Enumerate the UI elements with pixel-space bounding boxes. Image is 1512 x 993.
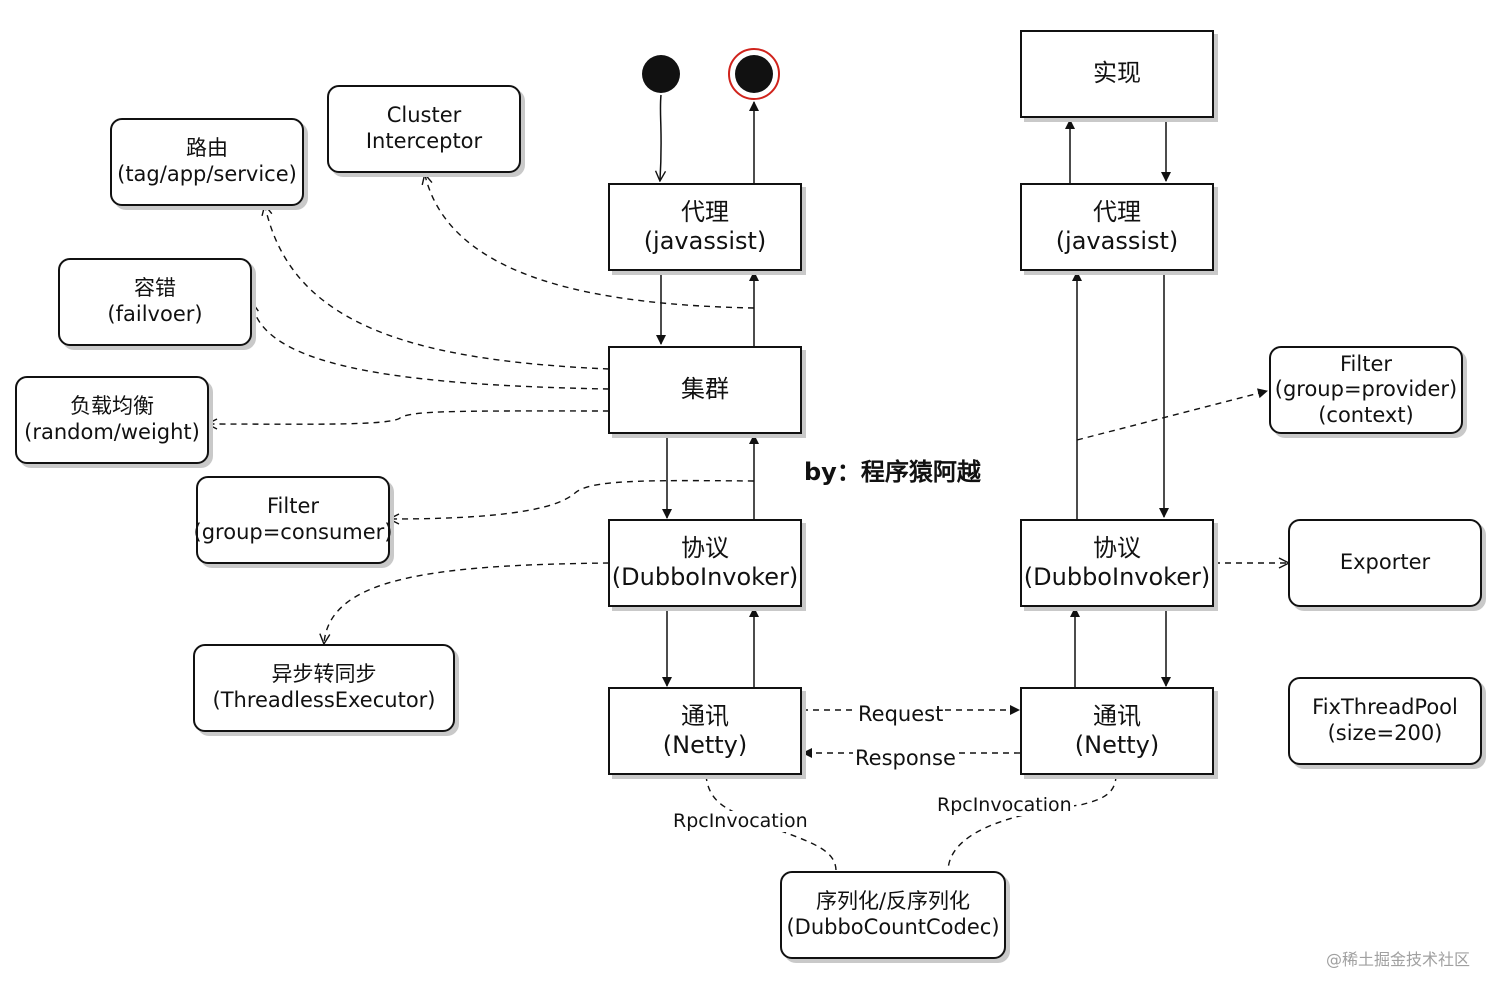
request-label: Request bbox=[856, 702, 946, 727]
async-to-sync-title: 异步转同步 bbox=[271, 662, 377, 687]
router-title: 路由 bbox=[186, 136, 228, 161]
load-balance-node: 负载均衡 (random/weight) bbox=[15, 376, 209, 464]
provider-protocol-node: 协议 (DubboInvoker) bbox=[1020, 519, 1214, 607]
edge-to-consumer-filter bbox=[390, 479, 755, 519]
consumer-proxy-node: 代理 (javassist) bbox=[608, 183, 802, 271]
edge-start-to-proxy bbox=[660, 94, 661, 180]
author-credit: by：程序猿阿越 bbox=[804, 458, 981, 486]
load-balance-sub: (random/weight) bbox=[24, 420, 200, 444]
consumer-filter-sub: (group=consumer) bbox=[193, 520, 393, 544]
load-balance-title: 负载均衡 bbox=[70, 394, 154, 419]
cluster-interceptor-line1: Cluster bbox=[386, 103, 462, 128]
provider-proxy-title: 代理 bbox=[1093, 197, 1141, 226]
consumer-transport-node: 通讯 (Netty) bbox=[608, 687, 802, 775]
consumer-protocol-node: 协议 (DubboInvoker) bbox=[608, 519, 802, 607]
edge-rpc-invocation-right bbox=[947, 774, 1117, 871]
provider-protocol-title: 协议 bbox=[1093, 533, 1141, 562]
consumer-cluster-node: 集群 bbox=[608, 346, 802, 434]
provider-transport-node: 通讯 (Netty) bbox=[1020, 687, 1214, 775]
edge-to-router bbox=[265, 206, 610, 370]
exporter-node: Exporter bbox=[1288, 519, 1482, 607]
async-to-sync-sub: (ThreadlessExecutor) bbox=[212, 688, 436, 712]
consumer-proxy-sub: (javassist) bbox=[643, 227, 767, 255]
response-label: Response bbox=[853, 746, 958, 771]
consumer-filter-node: Filter (group=consumer) bbox=[193, 476, 393, 564]
provider-transport-sub: (Netty) bbox=[1074, 731, 1160, 759]
router-sub: (tag/app/service) bbox=[117, 162, 297, 186]
rpc-invocation-right-label: RpcInvocation bbox=[935, 794, 1074, 816]
provider-impl-title: 实现 bbox=[1093, 59, 1141, 88]
codec-title: 序列化/反序列化 bbox=[815, 889, 971, 914]
consumer-transport-title: 通讯 bbox=[681, 701, 729, 730]
provider-proxy-node: 代理 (javassist) bbox=[1020, 183, 1214, 271]
consumer-filter-title: Filter bbox=[266, 494, 319, 519]
codec-node: 序列化/反序列化 (DubboCountCodec) bbox=[780, 871, 1006, 959]
edge-to-fault-tolerance bbox=[252, 303, 610, 390]
provider-filter-sub2: (context) bbox=[1318, 402, 1414, 427]
edge-to-provider-filter bbox=[1076, 388, 1268, 441]
thread-pool-sub: (size=200) bbox=[1327, 721, 1443, 745]
edge-to-async-to-sync bbox=[324, 562, 610, 643]
exporter-title: Exporter bbox=[1339, 550, 1431, 575]
thread-pool-title: FixThreadPool bbox=[1312, 695, 1458, 720]
cluster-interceptor-node: Cluster Interceptor bbox=[327, 85, 521, 173]
consumer-proxy-title: 代理 bbox=[681, 197, 729, 226]
end-node-core bbox=[735, 55, 773, 93]
codec-sub: (DubboCountCodec) bbox=[786, 915, 1000, 939]
consumer-protocol-title: 协议 bbox=[681, 533, 729, 562]
provider-protocol-sub: (DubboInvoker) bbox=[1023, 563, 1211, 591]
router-node: 路由 (tag/app/service) bbox=[110, 118, 304, 206]
watermark: @稀土掘金技术社区 bbox=[1326, 950, 1471, 969]
fault-tolerance-title: 容错 bbox=[134, 276, 176, 301]
provider-filter-node: Filter (group=provider) (context) bbox=[1269, 346, 1463, 434]
consumer-protocol-sub: (DubboInvoker) bbox=[611, 563, 799, 591]
provider-impl-node: 实现 bbox=[1020, 30, 1214, 118]
cluster-interceptor-line2: Interceptor bbox=[365, 129, 483, 153]
fault-tolerance-sub: (failvoer) bbox=[107, 302, 203, 326]
consumer-transport-sub: (Netty) bbox=[662, 731, 748, 759]
provider-proxy-sub: (javassist) bbox=[1055, 227, 1179, 255]
edge-to-load-balance bbox=[208, 410, 610, 424]
thread-pool-node: FixThreadPool (size=200) bbox=[1288, 677, 1482, 765]
start-node bbox=[642, 55, 680, 93]
rpc-invocation-left-label: RpcInvocation bbox=[671, 810, 810, 832]
consumer-cluster-title: 集群 bbox=[681, 375, 729, 404]
provider-filter-title: Filter bbox=[1339, 351, 1392, 376]
provider-filter-sub1: (group=provider) bbox=[1274, 377, 1458, 402]
fault-tolerance-node: 容错 (failvoer) bbox=[58, 258, 252, 346]
async-to-sync-node: 异步转同步 (ThreadlessExecutor) bbox=[193, 644, 455, 732]
provider-transport-title: 通讯 bbox=[1093, 701, 1141, 730]
